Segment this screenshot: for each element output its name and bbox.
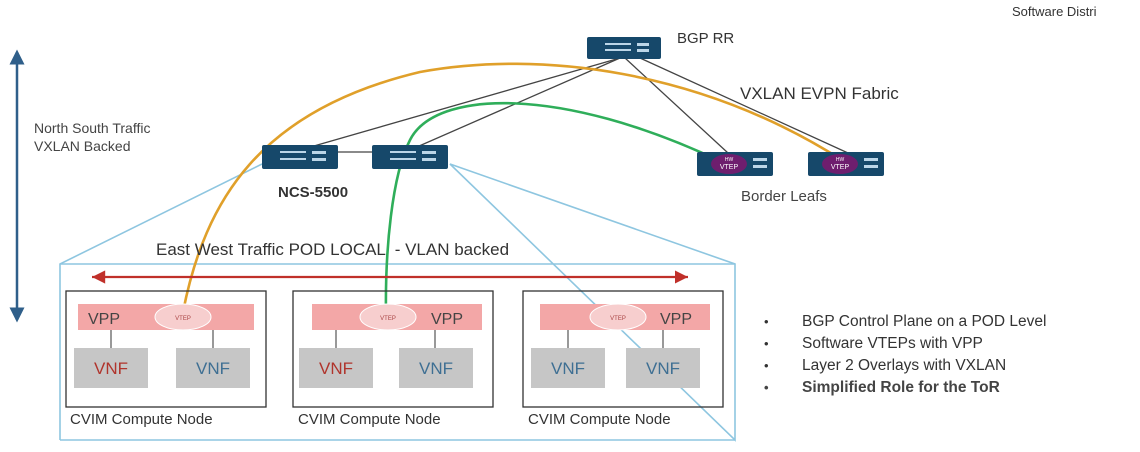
switch-icon xyxy=(262,145,338,169)
fabric-links xyxy=(299,57,849,154)
svg-text:VTEP: VTEP xyxy=(175,316,191,322)
feature-item: Layer 2 Overlays with VXLAN xyxy=(764,355,1046,377)
pod-outline xyxy=(59,163,736,442)
north-south-line-1: North South Traffic xyxy=(34,120,151,136)
border-leaf-switch-2: HW VTEP xyxy=(808,152,884,176)
compute-node-caption: CVIM Compute Node xyxy=(528,411,671,428)
north-south-line-2: VXLAN Backed xyxy=(34,138,131,154)
border-leafs-label: Border Leafs xyxy=(741,188,827,205)
corner-text: Software Distri xyxy=(1012,4,1097,19)
sw-vtep-icon xyxy=(589,303,647,331)
feature-item: Software VTEPs with VPP xyxy=(764,333,1046,355)
compute-node-caption: CVIM Compute Node xyxy=(70,411,213,428)
vnf-box xyxy=(299,348,373,388)
compute-node: VTEP VPP VNF VNF xyxy=(292,290,494,408)
vpp-label: VPP xyxy=(88,311,120,328)
vnf-label: VNF xyxy=(419,359,453,378)
svg-text:HW: HW xyxy=(836,157,845,163)
vnf-label: VNF xyxy=(196,359,230,378)
vnf-box xyxy=(399,348,473,388)
green-traffic-path xyxy=(384,101,723,316)
vpp-label: VPP xyxy=(660,311,692,328)
vnf-box xyxy=(531,348,605,388)
vnf-box xyxy=(626,348,700,388)
east-west-label: East West Traffic POD LOCAL - VLAN backe… xyxy=(156,240,510,259)
hw-vtep-icon xyxy=(711,154,747,174)
svg-text:VTEP: VTEP xyxy=(831,164,850,171)
compute-node-caption: CVIM Compute Node xyxy=(298,411,441,428)
fabric-label: VXLAN EVPN Fabric xyxy=(740,84,899,103)
vpp-label: VPP xyxy=(431,311,463,328)
svg-text:VTEP: VTEP xyxy=(380,316,396,322)
vnf-label: VNF xyxy=(646,359,680,378)
svg-text:HW: HW xyxy=(725,157,734,163)
feature-list: BGP Control Plane on a POD Level Softwar… xyxy=(764,311,1046,399)
north-south-label: North South Traffic VXLAN Backed xyxy=(34,119,150,155)
sw-vtep-icon xyxy=(154,303,212,331)
vnf-label: VNF xyxy=(319,359,353,378)
orange-traffic-path xyxy=(181,62,843,313)
svg-text:VTEP: VTEP xyxy=(610,316,626,322)
feature-item: Simplified Role for the ToR xyxy=(764,377,1046,399)
hw-vtep-icon xyxy=(822,154,858,174)
vnf-label: VNF xyxy=(551,359,585,378)
feature-item: BGP Control Plane on a POD Level xyxy=(764,311,1046,333)
compute-node: VTEP VPP VNF VNF xyxy=(522,290,724,408)
compute-node: VPP VTEP VNF VNF xyxy=(65,290,267,408)
switch-icon xyxy=(372,145,448,169)
sw-vtep-icon xyxy=(359,303,417,331)
switch-icon xyxy=(587,37,661,59)
border-leaf-switch-1: HW VTEP xyxy=(697,152,773,176)
vnf-box xyxy=(74,348,148,388)
spine-label: NCS-5500 xyxy=(278,184,349,201)
vnf-box xyxy=(176,348,250,388)
svg-text:VTEP: VTEP xyxy=(720,164,739,171)
vnf-label: VNF xyxy=(94,359,128,378)
bgp-rr-label: BGP RR xyxy=(677,30,735,47)
